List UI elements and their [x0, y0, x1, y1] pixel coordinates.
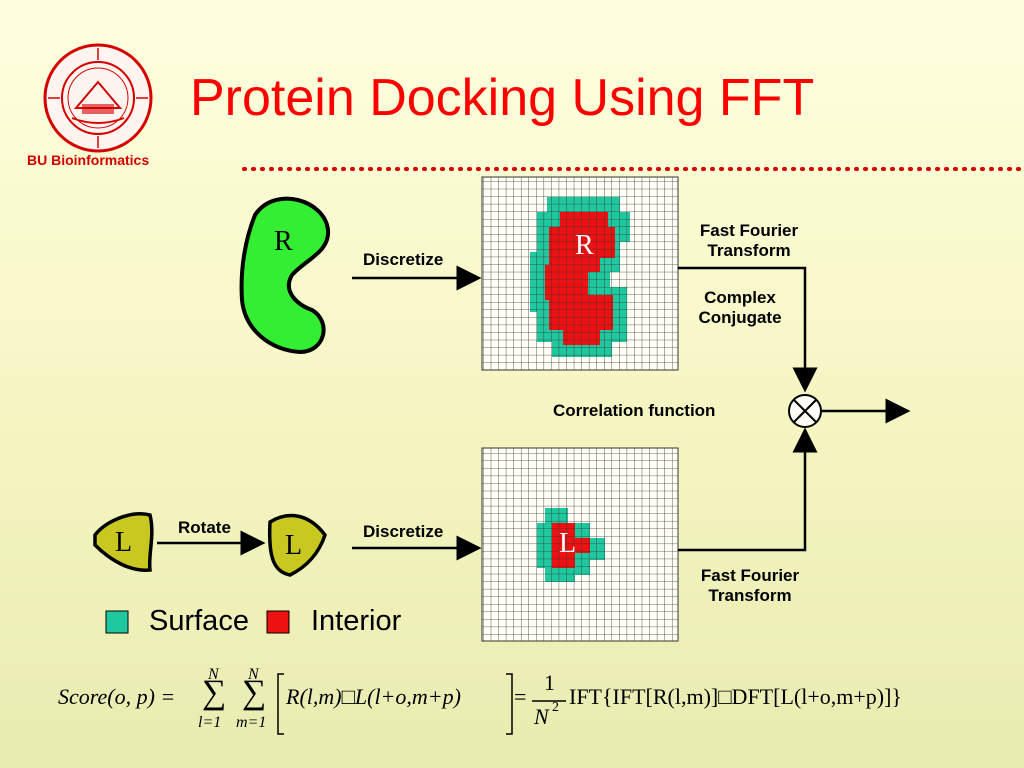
conjugate-label: Complex Conjugate	[670, 288, 810, 328]
legend-interior-label: Interior	[311, 605, 402, 637]
sum1-top: N	[208, 666, 219, 683]
university-seal-logo	[43, 43, 153, 153]
connector-top	[678, 266, 818, 393]
brand-label: BU Bioinformatics	[27, 152, 150, 168]
correlation-label: Correlation function	[553, 401, 716, 420]
formula-brackets	[277, 673, 513, 735]
receptor-blob	[239, 196, 331, 355]
formula-inner: R(l,m)□L(l+o,m+p)	[286, 684, 461, 709]
score-formula: Score(o, p) = N ∑ l=1 N ∑ m=1 R(l,m)□L(l…	[52, 666, 1012, 740]
ligand-grid	[481, 447, 679, 642]
sum2-top: N	[248, 666, 259, 683]
legend-surface-label: Surface	[149, 605, 249, 637]
receptor-grid-letter: R	[575, 230, 594, 261]
sum2-symbol: ∑	[242, 674, 267, 711]
receptor-letter: R	[274, 226, 293, 257]
rotate-label: Rotate	[178, 518, 231, 537]
legend-interior-swatch	[266, 610, 290, 634]
sum2-bottom: m=1	[236, 714, 267, 731]
page-title: Protein Docking Using FFT	[190, 69, 815, 127]
connector-bottom	[678, 427, 818, 552]
frac-numerator: 1	[544, 670, 555, 695]
legend-surface-swatch	[105, 610, 129, 634]
sum1-bottom: l=1	[198, 714, 222, 731]
frac-bar	[532, 700, 566, 702]
fft-bottom-label: Fast Fourier Transform	[680, 566, 820, 606]
fft-top-label: Fast Fourier Transform	[679, 221, 819, 261]
conjugate-line1: Complex	[704, 288, 776, 307]
ligand-blob-rotated	[267, 513, 327, 577]
sum1-symbol: ∑	[202, 674, 227, 711]
discretize-top-label: Discretize	[363, 250, 444, 269]
formula-lhs: Score(o, p) =	[58, 684, 176, 709]
conjugate-line2: Conjugate	[698, 308, 782, 327]
fft-top-line2: Transform	[707, 241, 791, 260]
frac-denominator: N	[534, 704, 549, 729]
fft-bottom-line1: Fast Fourier	[700, 566, 800, 585]
formula-rhs: IFT{IFT[R(l,m)]□DFT[L(l+o,m+p)]}	[569, 684, 902, 709]
fft-top-line1: Fast Fourier	[699, 221, 799, 240]
ligand-blob-original	[93, 512, 154, 572]
dotted-divider	[242, 167, 1024, 171]
multiply-node	[788, 394, 822, 428]
ligand-letter-original: L	[115, 527, 133, 558]
ligand-grid-letter: L	[559, 528, 577, 559]
fft-bottom-line2: Transform	[708, 586, 792, 605]
discretize-bottom-label: Discretize	[363, 522, 444, 541]
ligand-letter-rotated: L	[285, 530, 303, 561]
formula-equals: =	[514, 684, 527, 709]
receptor-grid	[481, 176, 679, 371]
frac-exponent: 2	[552, 700, 559, 715]
